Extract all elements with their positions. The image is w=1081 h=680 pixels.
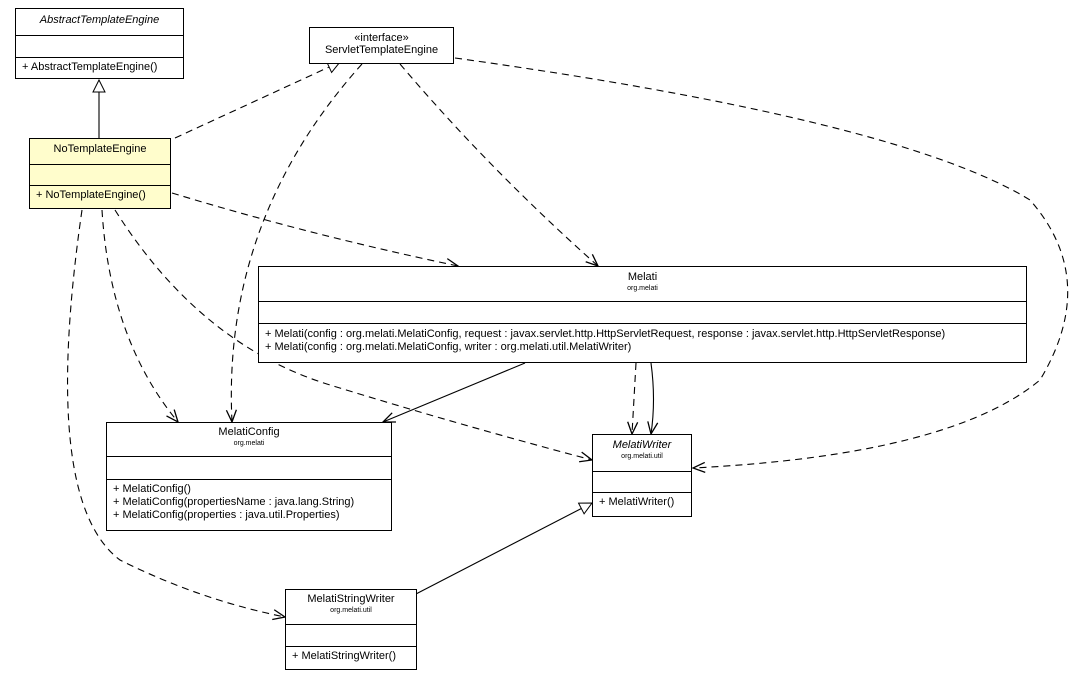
operation: + MelatiWriter()	[599, 496, 675, 508]
package-label: org.melati	[233, 440, 265, 447]
interface-servlet-template-engine[interactable]: «interface» ServletTemplateEngine	[309, 27, 454, 64]
edge-melati-assoc-melatiwriter	[651, 362, 654, 434]
attributes-compartment	[259, 302, 1026, 324]
class-name: ServletTemplateEngine	[324, 44, 439, 56]
attributes-compartment	[286, 625, 416, 647]
attributes-compartment	[593, 472, 691, 493]
class-melati-writer[interactable]: MelatiWriter org.melati.util + MelatiWri…	[592, 434, 692, 517]
class-melati-config[interactable]: MelatiConfig org.melati + MelatiConfig()…	[106, 422, 392, 531]
class-melati[interactable]: Melati org.melati + Melati(config : org.…	[258, 266, 1027, 363]
operation: + Melati(config : org.melati.MelatiConfi…	[265, 341, 632, 353]
class-name: MelatiWriter	[612, 439, 672, 451]
edge-servlet-depends-melati	[399, 63, 598, 266]
operations-compartment: + MelatiWriter()	[593, 493, 691, 509]
edge-melati-assoc-melaticonfig	[383, 362, 526, 422]
class-name: Melati	[627, 271, 658, 283]
class-no-template-engine[interactable]: NoTemplateEngine + NoTemplateEngine()	[29, 138, 171, 209]
operation: + MelatiStringWriter()	[292, 650, 397, 662]
edge-stringwriter-extends-writer	[413, 503, 592, 596]
class-name: MelatiStringWriter	[307, 593, 395, 605]
operations-compartment: + AbstractTemplateEngine()	[16, 58, 183, 74]
class-name: MelatiConfig	[218, 426, 280, 438]
attributes-compartment	[30, 165, 170, 186]
class-name: AbstractTemplateEngine	[39, 14, 160, 26]
stereotype-label: «interface»	[354, 32, 409, 44]
operations-compartment: + MelatiConfig() + MelatiConfig(properti…	[107, 480, 391, 522]
operation: + Melati(config : org.melati.MelatiConfi…	[265, 328, 946, 340]
attributes-compartment	[107, 457, 391, 480]
operation: + MelatiConfig(propertiesName : java.lan…	[113, 496, 355, 508]
attributes-compartment	[16, 36, 183, 58]
operation: + MelatiConfig()	[113, 483, 191, 495]
edge-notemplate-depends-melati	[171, 192, 458, 266]
edge-servlet-depends-melatiwriter	[454, 57, 1069, 468]
edge-notemplate-realizes-servlet	[174, 62, 340, 139]
edge-notemplate-depends-stringwriter	[66, 209, 285, 617]
operation: + NoTemplateEngine()	[36, 189, 146, 201]
package-label: org.melati.util	[330, 607, 372, 614]
operations-compartment: + Melati(config : org.melati.MelatiConfi…	[259, 324, 1026, 354]
package-label: org.melati.util	[621, 453, 663, 460]
edge-notemplate-depends-melaticonfig	[101, 209, 178, 422]
operations-compartment: + NoTemplateEngine()	[30, 186, 170, 202]
class-name: NoTemplateEngine	[53, 143, 147, 155]
operation: + AbstractTemplateEngine()	[22, 61, 158, 73]
class-melati-string-writer[interactable]: MelatiStringWriter org.melati.util + Mel…	[285, 589, 417, 670]
package-label: org.melati	[627, 285, 658, 292]
operation: + MelatiConfig(properties : java.util.Pr…	[113, 509, 340, 521]
edge-melati-depends-melatiwriter	[632, 362, 636, 434]
class-abstract-template-engine[interactable]: AbstractTemplateEngine + AbstractTemplat…	[15, 8, 184, 79]
operations-compartment: + MelatiStringWriter()	[286, 647, 416, 663]
edge-servlet-depends-melaticonfig	[231, 63, 363, 422]
